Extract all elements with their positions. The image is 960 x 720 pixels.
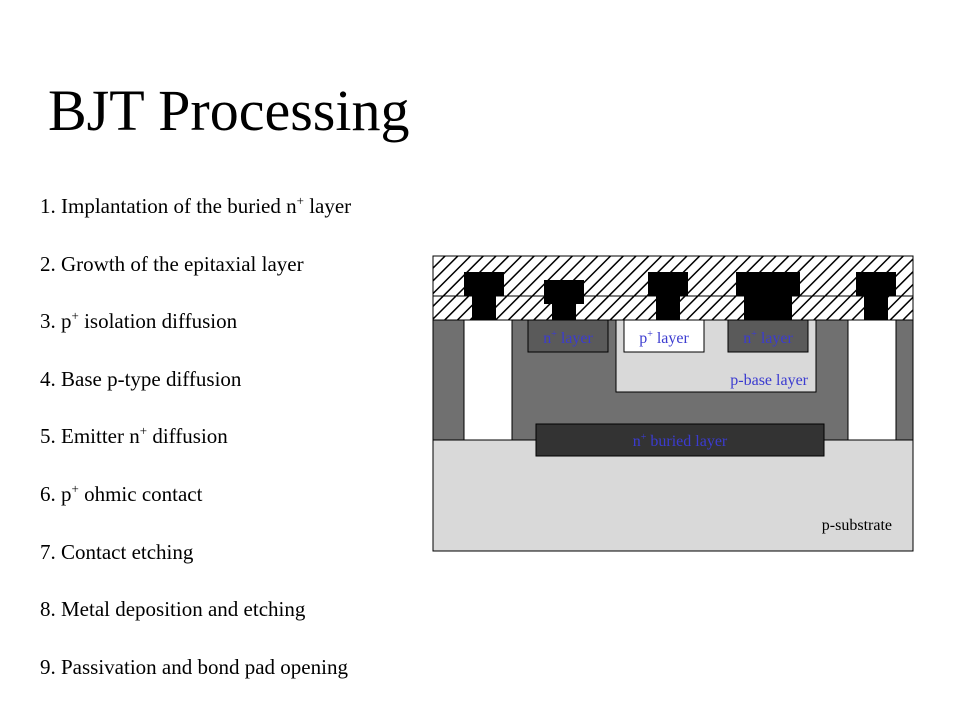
list-item: 7. Contact etching — [40, 539, 194, 564]
n-plus-layer-left-label: n+ layer — [543, 329, 593, 347]
p-substrate-region — [432, 439, 914, 552]
metal-contact — [464, 272, 504, 320]
list-item: 1. Implantation of the buried n+ layer — [40, 193, 352, 218]
p-base-layer-label: p-base layer — [730, 372, 808, 389]
metal-contact — [856, 272, 896, 320]
p-substrate-label: p-substrate — [822, 517, 892, 534]
n-plus-buried-layer — [535, 423, 825, 457]
p-plus-layer-label: p+ layer — [639, 329, 689, 347]
p-isolation-right — [847, 319, 897, 441]
metal-contact — [648, 272, 688, 320]
n-plus-layer-right-label: n+ layer — [743, 329, 793, 347]
p-isolation-left — [463, 319, 513, 441]
n-plus-buried-layer-label: n+ buried layer — [633, 432, 728, 450]
metal-contact — [736, 272, 800, 320]
metal-contacts — [464, 272, 896, 320]
list-item: 9. Passivation and bond pad opening — [40, 654, 348, 679]
n-plus-layer-left — [527, 319, 609, 353]
list-item: 3. p+ isolation diffusion — [40, 308, 238, 334]
list-item: 5. Emitter n+ diffusion — [40, 423, 228, 449]
metal-contact — [544, 280, 584, 320]
n-plus-layer-right — [727, 319, 809, 353]
list-item: 2. Growth of the epitaxial layer — [40, 251, 304, 276]
list-item: 4. Base p-type diffusion — [40, 366, 242, 391]
page-title: BJT Processing — [48, 78, 410, 143]
list-item: 6. p+ ohmic contact — [40, 480, 203, 506]
list-item: 8. Metal deposition and etching — [40, 597, 306, 622]
process-steps-list: 1. Implantation of the buried n+ layer 2… — [40, 192, 351, 710]
